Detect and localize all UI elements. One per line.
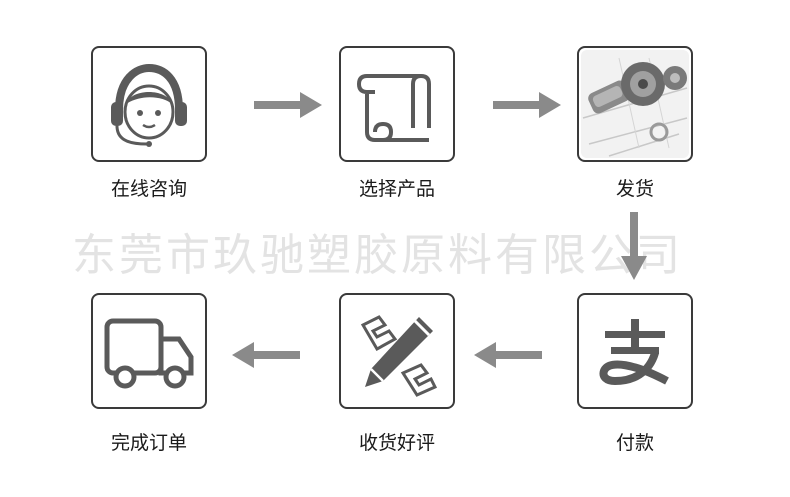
arrow-right-icon — [254, 92, 322, 118]
arrow-down-icon — [621, 212, 647, 280]
step-select-box — [339, 46, 455, 162]
step-complete-box — [91, 293, 207, 409]
scroll-icon — [356, 74, 431, 142]
arrow-right-icon — [493, 92, 561, 118]
step-select-label: 选择产品 — [358, 178, 435, 200]
machinery-photo-icon — [581, 50, 689, 158]
arrow-left-icon — [474, 342, 542, 368]
pencil-review-icon — [360, 315, 438, 397]
step-review-label: 收货好评 — [358, 432, 435, 454]
company-watermark: 东莞市玖驰塑胶原料有限公司 — [72, 230, 683, 281]
headset-agent-icon — [111, 63, 187, 147]
step-review-box — [339, 293, 455, 409]
delivery-truck-icon — [104, 318, 194, 389]
step-pay-label: 付款 — [615, 432, 654, 454]
step-consult-label: 在线咨询 — [110, 178, 187, 200]
step-pay-box — [577, 293, 693, 409]
step-complete-label: 完成订单 — [110, 432, 187, 454]
step-consult-box — [91, 46, 207, 162]
alipay-icon — [599, 319, 669, 386]
step-ship-box — [577, 46, 693, 162]
arrow-left-icon — [232, 342, 300, 368]
step-ship-label: 发货 — [615, 178, 654, 200]
